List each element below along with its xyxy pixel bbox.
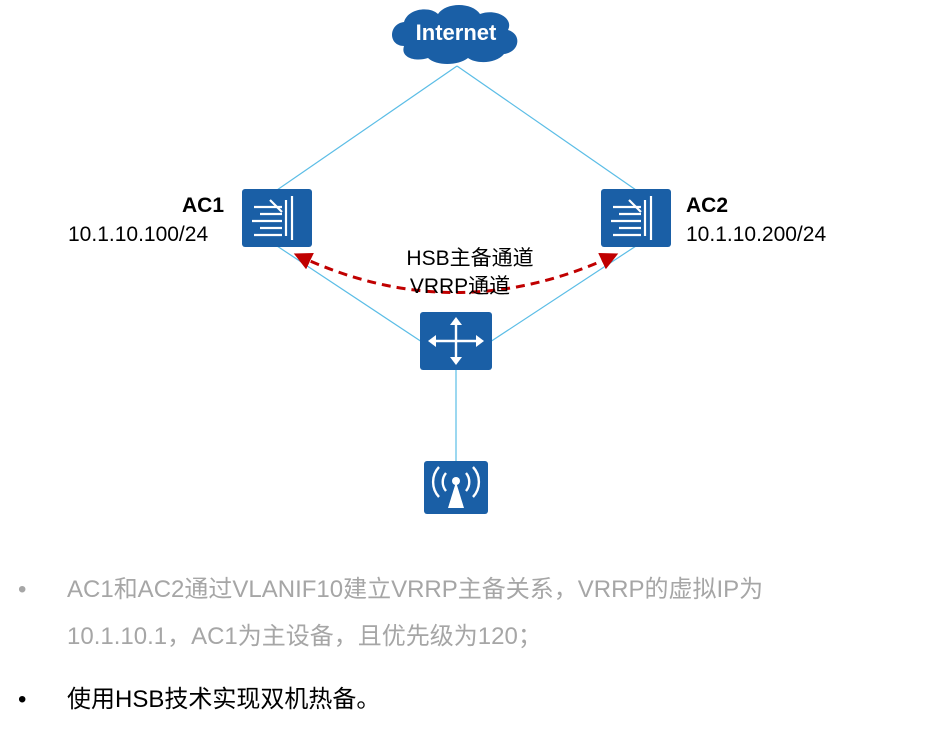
ac2-name: AC2 xyxy=(686,194,729,217)
bullet-item-vrrp: • AC1和AC2通过VLANIF10建立VRRP主备关系，VRRP的虚拟IP为… xyxy=(0,565,927,665)
ac2-ip: 10.1.10.200/24 xyxy=(686,223,827,246)
vrrp-channel-label: VRRP通道 xyxy=(409,275,511,298)
network-topology-diagram: Internet xyxy=(242,5,671,514)
bullet-dot: • xyxy=(18,576,27,603)
switch-icon xyxy=(420,312,492,370)
link-internet-ac2 xyxy=(456,65,637,191)
bullet-dot: • xyxy=(18,686,27,713)
ac2-controller-icon xyxy=(601,189,671,247)
internet-cloud-icon: Internet xyxy=(392,5,518,64)
link-internet-ac1 xyxy=(276,65,458,191)
bullet-item-hsb: • 使用HSB技术实现双机热备。 xyxy=(0,675,927,725)
access-point-icon xyxy=(424,461,488,514)
ac1-name: AC1 xyxy=(182,194,225,217)
bullet-text-line2: 10.1.10.1，AC1为主设备，且优先级为120； xyxy=(67,623,542,650)
bullet-text-line1: AC1和AC2通过VLANIF10建立VRRP主备关系，VRRP的虚拟IP为 xyxy=(67,576,764,603)
bullet-text-line1: 使用HSB技术实现双机热备。 xyxy=(67,686,381,713)
ac1-controller-icon xyxy=(242,189,312,247)
hsb-channel-label: HSB主备通道 xyxy=(406,247,534,270)
ac1-ip: 10.1.10.100/24 xyxy=(68,223,209,246)
internet-label: Internet xyxy=(416,20,497,45)
